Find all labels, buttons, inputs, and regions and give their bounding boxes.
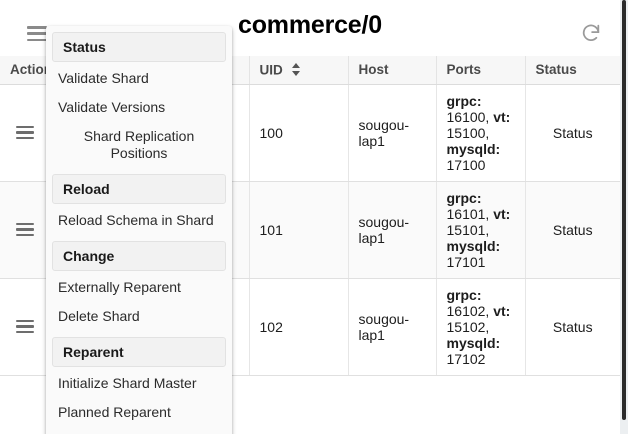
row-ports-cell: grpc: 16101, vt: 15101, mysqld: 17101: [436, 181, 526, 279]
ports-vt-value: 15100,: [446, 124, 490, 141]
menu-item-externally-reparent[interactable]: Externally Reparent: [58, 279, 181, 295]
row-menu-bar-2: [15, 228, 34, 231]
column-header-uid[interactable]: UID: [249, 56, 349, 85]
ports-grpc-label: grpc:: [446, 189, 482, 206]
column-header-status: Status: [525, 56, 620, 85]
row-ports-cell: grpc: 16102, vt: 15102, mysqld: 17102: [436, 278, 526, 376]
vertical-scrollbar-thumb[interactable]: [622, 0, 626, 420]
hamburger-icon[interactable]: [27, 26, 47, 41]
row-menu-bar-3: [15, 330, 34, 333]
sort-arrow-up-icon: [291, 63, 300, 68]
menu-item-initialize-shard-master[interactable]: Initialize Shard Master: [58, 375, 197, 391]
menu-item-shard-replication-positions[interactable]: Shard Replication Positions: [83, 128, 195, 161]
ports-vt-label: vt:: [493, 205, 511, 222]
hamburger-bar-1: [27, 26, 47, 29]
row-menu-bar-1: [15, 223, 34, 226]
row-menu-bar-1: [15, 126, 34, 129]
menu-group-header-status: Status: [52, 32, 226, 62]
row-menu-bar-2: [15, 325, 34, 328]
hamburger-bar-3: [27, 38, 47, 41]
status-link[interactable]: Status: [552, 124, 593, 141]
status-link[interactable]: Status: [552, 318, 593, 335]
menu-group-header-change: Change: [52, 241, 226, 271]
menu-item-delete-shard[interactable]: Delete Shard: [58, 308, 140, 324]
status-link[interactable]: Status: [552, 221, 593, 238]
row-status-cell[interactable]: Status: [525, 84, 620, 182]
menu-group-header-reparent: Reparent: [52, 337, 226, 367]
menu-item-validate-shard[interactable]: Validate Shard: [58, 70, 149, 86]
row-actions-cell[interactable]: [0, 181, 51, 279]
row-uid-cell: 101: [249, 181, 349, 279]
row-ports-cell: grpc: 16100, vt: 15100, mysqld: 17100: [436, 84, 526, 182]
ports-mysqld-label: mysqld:: [446, 237, 501, 254]
ports-grpc-value: 16102,: [446, 302, 490, 319]
ports-mysqld-label: mysqld:: [446, 334, 501, 351]
ports-mysqld-value: 17101: [446, 253, 486, 270]
row-menu-icon[interactable]: [15, 223, 34, 236]
sort-toggle-icon[interactable]: [291, 63, 300, 76]
row-status-cell[interactable]: Status: [525, 278, 620, 376]
sort-arrow-down-icon: [291, 70, 300, 76]
ports-vt-label: vt:: [493, 108, 511, 125]
row-menu-bar-1: [15, 320, 34, 323]
ports-vt-value: 15102,: [446, 318, 490, 335]
menu-item-validate-versions[interactable]: Validate Versions: [58, 99, 166, 115]
column-header-host: Host: [348, 56, 437, 85]
refresh-icon[interactable]: [580, 22, 602, 44]
vertical-scrollbar-track[interactable]: [620, 0, 628, 434]
page-title: commerce/0: [238, 11, 382, 39]
ports-mysqld-value: 17102: [446, 350, 486, 367]
row-menu-bar-2: [15, 131, 34, 134]
column-header-actions: Actions: [0, 56, 51, 85]
row-uid-cell: 102: [249, 278, 349, 376]
row-host-cell: sougou-lap1: [348, 278, 437, 376]
row-menu-icon[interactable]: [15, 320, 34, 333]
ports-vt-value: 15101,: [446, 221, 490, 238]
ports-grpc-label: grpc:: [446, 92, 482, 109]
row-status-cell[interactable]: Status: [525, 181, 620, 279]
menu-item-planned-reparent[interactable]: Planned Reparent: [58, 404, 171, 420]
row-menu-bar-3: [15, 136, 34, 139]
menu-item-reload-schema-in-shard[interactable]: Reload Schema in Shard: [58, 212, 214, 228]
ports-mysqld-value: 17100: [446, 156, 486, 173]
ports-mysqld-label: mysqld:: [446, 140, 501, 157]
hamburger-bar-2: [27, 32, 47, 35]
menu-group-header-reload: Reload: [52, 174, 226, 204]
row-host-cell: sougou-lap1: [348, 181, 437, 279]
row-actions-cell[interactable]: [0, 278, 51, 376]
row-host-cell: sougou-lap1: [348, 84, 437, 182]
ports-grpc-value: 16101,: [446, 205, 490, 222]
row-menu-icon[interactable]: [15, 126, 34, 139]
ports-grpc-label: grpc:: [446, 286, 482, 303]
ports-grpc-value: 16100,: [446, 108, 490, 125]
row-uid-cell: 100: [249, 84, 349, 182]
row-menu-bar-3: [15, 233, 34, 236]
ports-vt-label: vt:: [493, 302, 511, 319]
shard-actions-dropdown-menu[interactable]: Status Validate Shard Validate Versions …: [46, 26, 232, 434]
row-actions-cell[interactable]: [0, 84, 51, 182]
column-header-ports: Ports: [436, 56, 526, 85]
column-header-uid-label: UID: [259, 62, 283, 78]
menu-item-emergency-reparent[interactable]: Emergency Reparent: [46, 427, 232, 434]
